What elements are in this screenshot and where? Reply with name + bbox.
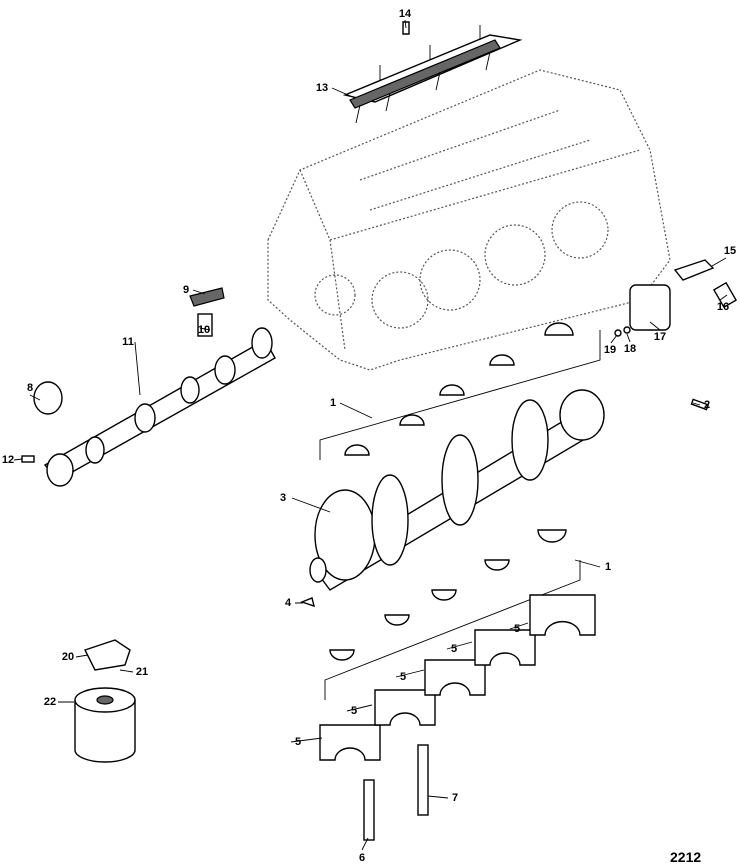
callout-1-lower: 1 <box>604 561 612 573</box>
callout-18: 18 <box>623 343 637 355</box>
camshaft <box>43 327 276 487</box>
main-bearing-caps <box>319 594 596 761</box>
plug <box>623 326 631 334</box>
callout-17: 17 <box>653 331 667 343</box>
oil-filter <box>74 687 136 763</box>
figure-number: 2212 <box>670 849 702 865</box>
callout-5: 5 <box>294 736 302 748</box>
callout-5: 5 <box>399 671 407 683</box>
lifter-guide <box>189 287 225 307</box>
upper-main-bearings <box>319 322 601 460</box>
washer <box>614 329 622 337</box>
callout-13: 13 <box>315 82 329 94</box>
callout-10: 10 <box>197 324 211 336</box>
callout-4: 4 <box>284 597 292 609</box>
callout-5: 5 <box>513 623 521 635</box>
callout-16: 16 <box>716 301 730 313</box>
callout-19: 19 <box>603 344 617 356</box>
callout-5: 5 <box>450 643 458 655</box>
dowel-pin <box>21 455 35 463</box>
leader-lines <box>13 19 728 851</box>
callout-21: 21 <box>135 666 149 678</box>
callout-6: 6 <box>358 852 366 864</box>
switch <box>712 281 738 309</box>
filter-adapter <box>84 639 131 671</box>
key <box>299 597 315 608</box>
callout-1-upper: 1 <box>329 397 337 409</box>
oil-pressure-sender <box>629 284 671 331</box>
engine-block <box>267 69 671 371</box>
crankshaft <box>309 389 605 591</box>
callout-8: 8 <box>26 382 34 394</box>
lifter-guide-retainer <box>342 21 523 124</box>
stud <box>417 744 429 816</box>
callout-12: 12 <box>1 454 15 466</box>
cam-bearing <box>33 381 63 415</box>
callout-15: 15 <box>723 245 737 257</box>
callout-3: 3 <box>279 492 287 504</box>
crank-dowel <box>690 398 710 411</box>
callout-14: 14 <box>398 8 412 20</box>
callout-5: 5 <box>350 705 358 717</box>
bolt <box>363 779 375 841</box>
lower-main-bearings <box>324 529 581 700</box>
callout-9: 9 <box>182 284 190 296</box>
callout-11: 11 <box>122 336 134 348</box>
fitting <box>673 259 715 281</box>
callout-2: 2 <box>703 399 711 411</box>
callout-7: 7 <box>451 792 459 804</box>
lifter <box>197 313 213 337</box>
callout-22: 22 <box>43 696 57 708</box>
callout-20: 20 <box>61 651 75 663</box>
